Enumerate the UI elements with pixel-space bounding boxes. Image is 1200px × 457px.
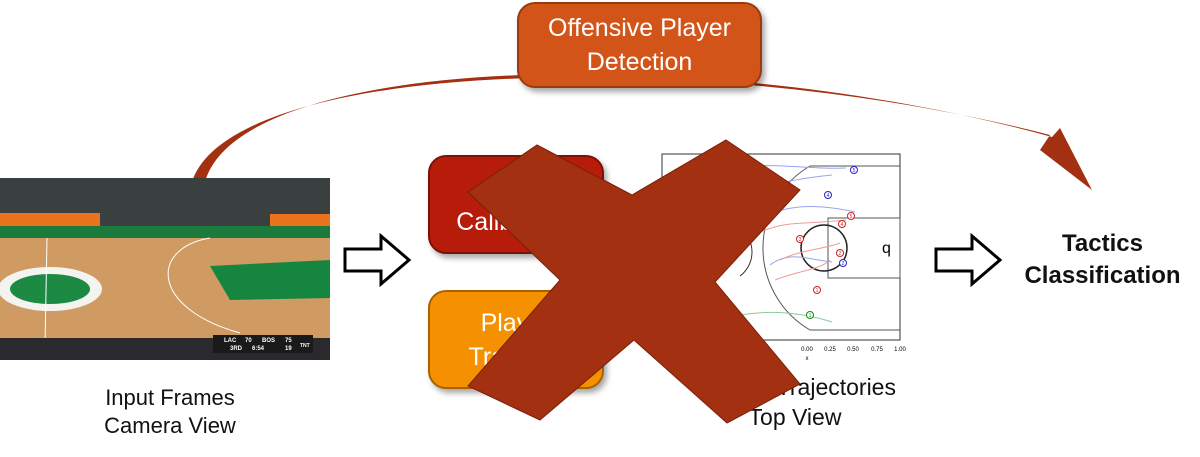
x-tick: 1.00: [894, 347, 906, 353]
input-label-line2: Camera View: [104, 413, 236, 438]
player-number: 3: [799, 237, 802, 243]
tactics-classification-label: Tactics Classification: [1010, 228, 1195, 292]
hollow-arrow-icon: [343, 233, 412, 288]
output-line2: Classification: [1024, 262, 1181, 289]
player-number: 4: [827, 193, 830, 199]
player-number: 4: [841, 222, 844, 228]
player-number: 5: [853, 168, 856, 174]
score-shot-clock: 19: [285, 346, 292, 352]
hoop-icon: q: [882, 240, 891, 257]
x-axis-label: x: [806, 356, 809, 362]
hollow-arrow-icon: [934, 233, 1003, 288]
x-tick: 0.25: [824, 347, 836, 353]
score-team1: LAC: [224, 338, 237, 344]
input-frame-image: LAC 70 BOS 75 3RD 6:54 19 TNT: [0, 178, 330, 360]
score-quarter: 3RD: [230, 346, 243, 352]
top-box-line1: Offensive Player: [548, 14, 731, 42]
score-value2: 75: [285, 338, 292, 344]
player-number: 5: [850, 214, 853, 220]
x-tick: 0.00: [801, 347, 813, 353]
offensive-player-detection-box: Offensive Player Detection: [517, 2, 762, 88]
x-tick: 0.75: [871, 347, 883, 353]
trajectories-label-line2: Top View: [748, 404, 842, 430]
player-number: 2: [839, 251, 842, 257]
x-tick: 0.50: [847, 347, 859, 353]
score-value1: 70: [245, 338, 252, 344]
player-number: 1: [816, 288, 819, 294]
player-number: 1: [809, 313, 812, 319]
input-label: Input Frames Camera View: [60, 384, 280, 440]
output-line1: Tactics: [1062, 230, 1143, 257]
score-team2: BOS: [262, 338, 275, 344]
score-network: TNT: [300, 343, 310, 349]
player-number: 2: [842, 261, 845, 267]
top-box-line2: Detection: [586, 48, 693, 76]
input-label-line1: Input Frames: [105, 385, 235, 410]
score-clock: 6:54: [252, 346, 265, 352]
